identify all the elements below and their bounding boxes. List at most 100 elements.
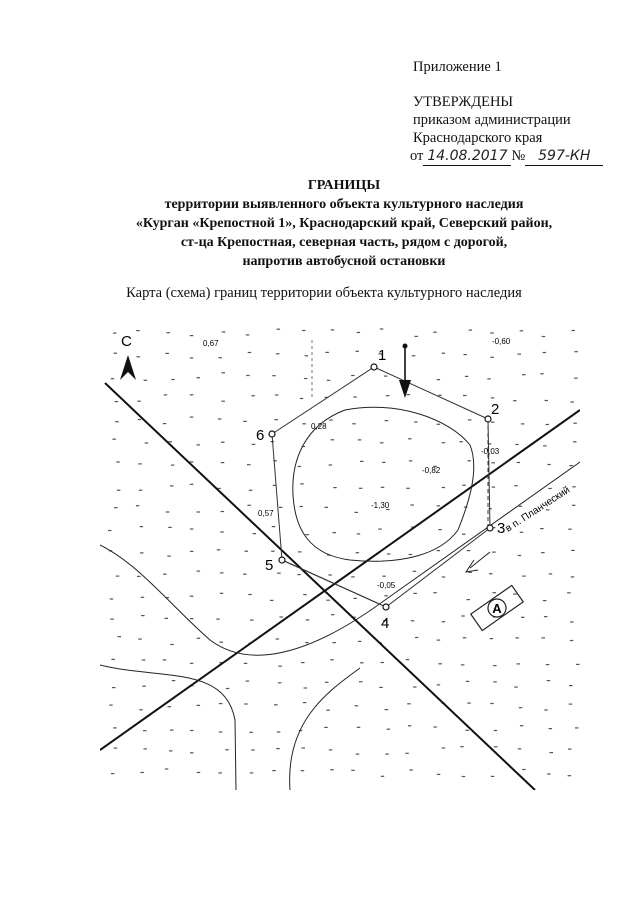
terrain-mark xyxy=(468,329,473,331)
terrain-mark xyxy=(519,531,524,533)
terrain-mark xyxy=(171,680,176,682)
terrain-mark xyxy=(251,395,255,397)
boundary-point-5 xyxy=(278,556,286,564)
terrain-mark xyxy=(517,353,521,355)
terrain-mark xyxy=(141,659,146,661)
terrain-mark xyxy=(221,331,226,333)
terrain-mark xyxy=(433,592,437,594)
terrain-mark xyxy=(166,332,170,334)
terrain-mark xyxy=(218,703,223,705)
terrain-mark xyxy=(303,687,308,689)
terrain-mark xyxy=(386,728,391,730)
terrain-mark xyxy=(516,663,520,665)
elevation-label: 0,28 xyxy=(311,422,327,431)
terrain-mark xyxy=(542,351,547,354)
terrain-mark xyxy=(189,335,194,337)
elevation-label: -1,30 xyxy=(371,501,390,510)
terrain-mark xyxy=(517,748,522,750)
terrain-mark xyxy=(436,773,441,775)
terrain-mark xyxy=(244,703,248,705)
terrain-mark xyxy=(543,445,547,447)
terrain-mark xyxy=(356,726,361,728)
terrain-mark xyxy=(568,528,572,530)
terrain-mark xyxy=(460,746,464,748)
terrain-mark xyxy=(357,439,362,441)
terrain-mark xyxy=(276,748,280,750)
terrain-mark xyxy=(460,664,465,666)
terrain-mark xyxy=(518,707,523,709)
terrain-mark xyxy=(167,706,171,708)
terrain-mark xyxy=(115,421,119,423)
terrain-mark xyxy=(325,351,329,353)
handwritten-date: 14.08.2017 xyxy=(423,147,512,166)
terrain-mark xyxy=(243,573,247,575)
terrain-mark xyxy=(384,420,389,422)
terrain-mark xyxy=(441,747,446,749)
terrain-mark xyxy=(300,770,305,772)
terrain-mark xyxy=(379,686,383,688)
terrain-mark xyxy=(218,731,223,733)
title-line-3: «Курган «Крепостной 1», Краснодарский кр… xyxy=(135,216,553,231)
boundary-chord xyxy=(281,559,387,608)
terrain-mark xyxy=(414,636,419,639)
terrain-mark xyxy=(441,442,446,444)
terrain-mark xyxy=(170,729,174,731)
terrain-mark xyxy=(115,575,120,577)
terrain-mark xyxy=(277,572,281,574)
terrain-mark xyxy=(326,599,330,601)
terrain-mark xyxy=(489,638,494,640)
terrain-mark xyxy=(575,727,579,729)
road-curve-right xyxy=(289,667,361,790)
terrain-mark xyxy=(216,549,221,551)
point-label-1: 1 xyxy=(378,347,386,364)
terrain-mark xyxy=(112,332,117,334)
terrain-mark xyxy=(441,576,446,578)
terrain-mark xyxy=(302,423,306,425)
terrain-mark xyxy=(276,328,281,330)
terrain-mark xyxy=(433,726,437,728)
terrain-mark xyxy=(406,394,411,396)
terrain-mark xyxy=(302,702,307,704)
terrain-mark xyxy=(168,441,172,443)
terrain-mark xyxy=(441,352,446,354)
terrain-mark xyxy=(355,552,360,554)
terrain-mark xyxy=(329,419,333,421)
terrain-mark xyxy=(189,461,194,463)
road-edge-line xyxy=(100,461,580,656)
terrain-mark xyxy=(541,335,546,338)
terrain-mark xyxy=(467,419,472,421)
terrain-mark xyxy=(247,464,251,466)
terrain-hatching xyxy=(108,328,580,778)
terrain-mark xyxy=(515,637,519,639)
terrain-mark xyxy=(252,533,257,535)
terrain-mark xyxy=(548,728,553,730)
terrain-mark xyxy=(140,552,144,554)
terrain-mark xyxy=(165,511,170,513)
terrain-mark xyxy=(351,769,355,771)
terrain-mark xyxy=(353,597,357,599)
terrain-mark xyxy=(384,709,389,711)
terrain-mark xyxy=(220,510,224,513)
terrain-mark xyxy=(522,374,526,376)
terrain-mark xyxy=(352,423,356,425)
terrain-mark xyxy=(305,642,309,644)
terrain-mark xyxy=(515,443,519,446)
terrain-mark xyxy=(490,332,494,334)
terrain-mark xyxy=(140,596,145,598)
terrain-mark xyxy=(164,768,169,770)
terrain-mark xyxy=(489,573,493,575)
terrain-mark xyxy=(569,685,573,687)
terrain-mark xyxy=(189,357,194,359)
terrain-mark xyxy=(271,526,276,528)
terrain-mark xyxy=(490,397,495,399)
terrain-mark xyxy=(164,617,168,619)
terrain-mark xyxy=(171,378,175,381)
terrain-mark xyxy=(274,394,279,396)
terrain-mark xyxy=(571,549,575,551)
terrain-mark xyxy=(467,460,471,462)
elevation-label: -0,03 xyxy=(481,447,500,456)
terrain-mark xyxy=(354,705,359,707)
terrain-mark xyxy=(137,575,141,577)
terrain-mark xyxy=(513,400,517,402)
terrain-mark xyxy=(438,529,442,531)
